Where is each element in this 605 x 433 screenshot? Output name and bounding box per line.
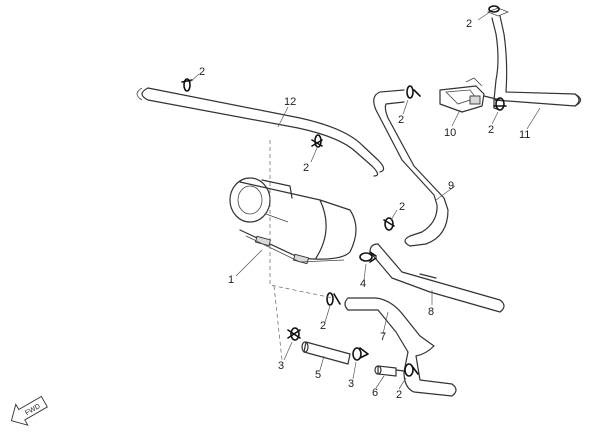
callout-9: 9 <box>448 180 454 192</box>
callout-7: 7 <box>380 331 386 343</box>
clamp-part-4 <box>359 251 377 263</box>
callout-11: 11 <box>519 129 530 141</box>
clamp-d <box>493 97 507 111</box>
hose-part-11 <box>486 7 582 111</box>
callout-1: 1 <box>228 274 234 286</box>
callout-10: 10 <box>444 127 456 139</box>
forward-arrow-icon: FWD <box>10 395 48 426</box>
clamp-part-3-left <box>287 327 301 341</box>
clamp-b <box>311 134 323 148</box>
leader-lines <box>189 11 541 390</box>
callout-12: 12 <box>284 96 296 108</box>
callout-2: 2 <box>199 66 205 78</box>
callout-3: 3 <box>278 360 284 372</box>
callout-8: 8 <box>428 306 434 318</box>
clamp-a <box>181 78 193 92</box>
hose-part-9 <box>373 89 449 247</box>
clamp-h <box>404 363 419 377</box>
callout-2: 2 <box>396 389 402 401</box>
callout-2: 2 <box>320 320 326 332</box>
clamp-g <box>326 292 341 306</box>
callout-2: 2 <box>398 114 404 126</box>
callout-5: 5 <box>315 369 321 381</box>
callout-2: 2 <box>303 162 309 174</box>
clamp-e <box>488 5 500 13</box>
valve-part-10 <box>439 77 501 113</box>
callout-3: 3 <box>348 378 354 390</box>
tube-part-5 <box>301 341 351 365</box>
canister-part-1 <box>229 177 357 265</box>
connector-part-6 <box>374 365 405 377</box>
callout-2: 2 <box>488 124 494 136</box>
alignment-lines <box>269 140 334 361</box>
hose-part-8 <box>369 243 505 313</box>
clamp-part-3-right <box>352 347 369 361</box>
callout-4: 4 <box>360 278 366 290</box>
clamp-f <box>383 217 395 231</box>
callout-2: 2 <box>466 18 472 30</box>
callout-6: 6 <box>372 387 378 399</box>
callout-labels: 2 12 2 10 2 11 2 2 9 2 1 4 8 2 7 3 5 3 6… <box>199 18 530 401</box>
hose-part-7 <box>344 297 457 397</box>
hose-part-12 <box>136 87 385 177</box>
callout-2: 2 <box>399 201 405 213</box>
clamp-c <box>406 85 421 99</box>
